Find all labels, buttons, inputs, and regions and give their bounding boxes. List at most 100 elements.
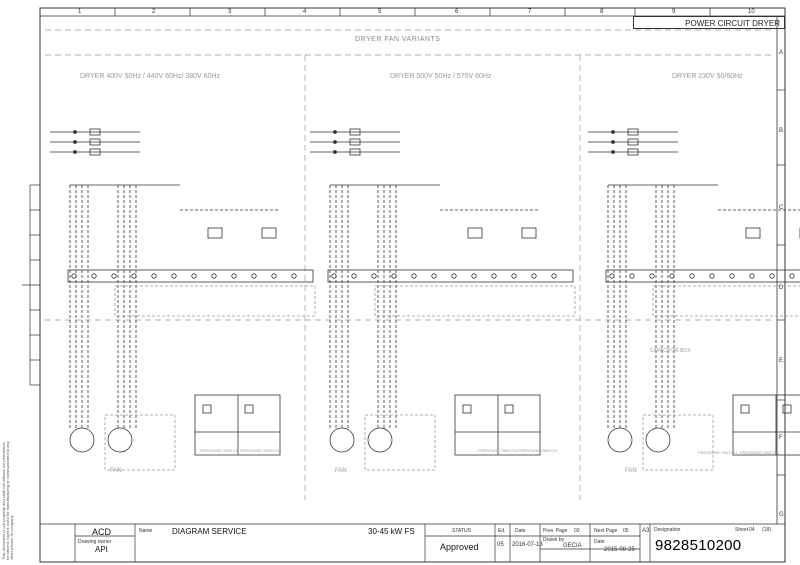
capacitor-box-label: CAPACITOR BOX	[650, 348, 691, 354]
strip-terminal-1-3	[131, 273, 137, 279]
tb-sheet-total: (18)	[762, 527, 771, 533]
strip-terminal-2-11	[551, 273, 557, 279]
terminal-2-1	[333, 140, 337, 144]
fan-label-1: FAN	[110, 468, 122, 474]
tb-code: ACD	[92, 527, 112, 537]
strip-terminal-1-8	[231, 273, 237, 279]
fuse-1-0	[89, 128, 101, 136]
strip-terminal-1-6	[191, 273, 197, 279]
tb-ed-label: Ed.	[498, 528, 506, 534]
strip-terminal-2-2	[371, 273, 377, 279]
row-label-B: B	[779, 128, 784, 134]
tb-sheet-value: 04	[749, 527, 755, 533]
section-grid	[45, 29, 775, 500]
strip-terminal-1-5	[171, 273, 177, 279]
strip-terminal-2-6	[451, 273, 457, 279]
variants-heading: DRYER FAN VARIANTS	[355, 36, 441, 43]
outer-frame	[39, 7, 786, 563]
motor-a-1	[69, 427, 95, 453]
strip-terminal-2-1	[351, 273, 357, 279]
terminal-1-0	[73, 130, 77, 134]
row-label-D: D	[779, 285, 784, 291]
terminal-strip-1	[67, 269, 314, 283]
fuse-2-1	[349, 138, 361, 146]
terminal-1-2	[73, 150, 77, 154]
relay-a-3	[745, 227, 761, 239]
strip-terminal-3-6	[729, 273, 735, 279]
strip-terminal-3-5	[709, 273, 715, 279]
tb-date-value: 2016-07-13	[512, 542, 543, 548]
column-label-2: 2	[152, 9, 156, 15]
pressure-box-3	[732, 394, 800, 456]
strip-terminal-1-4	[151, 273, 157, 279]
tb-designation-value: 9828510200	[655, 537, 742, 554]
pressure-switch-label-5: PRESSURE SWITCH	[698, 450, 737, 455]
relay-b-1	[261, 227, 277, 239]
terminal-3-0	[611, 130, 615, 134]
tb-drawn-by-value: GECIA	[563, 543, 582, 549]
motor-b-1	[107, 427, 133, 453]
fuse-3-2	[627, 148, 639, 156]
strip-terminal-3-0	[609, 273, 615, 279]
tb-ed-value: 05	[497, 542, 504, 548]
row-label-G: G	[779, 512, 784, 518]
strip-terminal-1-11	[291, 273, 297, 279]
strip-terminal-2-4	[411, 273, 417, 279]
tb-drawn-date-label: Date	[594, 539, 605, 545]
ps-coil-b-1	[244, 404, 254, 414]
title-block-grid	[74, 524, 651, 562]
junction-box-2	[374, 285, 576, 317]
strip-terminal-1-0	[71, 273, 77, 279]
strip-terminal-2-0	[331, 273, 337, 279]
pressure-box-2	[454, 394, 541, 456]
tb-drawn-date-value: 2015-08-25	[604, 547, 635, 553]
tb-next-page-label: Next Page	[594, 528, 618, 534]
pressure-switch-label-1: PRESSURE SWITCH	[200, 448, 239, 453]
tb-prev-page-label: Prev. Page	[543, 528, 568, 534]
relay-b-2	[521, 227, 537, 239]
tb-prev-page-value: 03	[574, 528, 580, 534]
junction-box-3	[652, 285, 800, 317]
row-label-A: A	[779, 50, 784, 56]
tb-size: A3	[642, 528, 650, 534]
strip-terminal-3-8	[769, 273, 775, 279]
ps-coil-a-1	[202, 404, 212, 414]
tb-owner-value: API	[95, 545, 108, 554]
column-label-7: 7	[528, 9, 532, 15]
circuit-lines	[50, 128, 800, 471]
column-label-4: 4	[303, 9, 307, 15]
fuse-2-0	[349, 128, 361, 136]
section-title-2: DRYER 500V 50Hz / 575V 60Hz	[390, 73, 492, 80]
strip-terminal-1-1	[91, 273, 97, 279]
row-label-F: F	[779, 435, 783, 441]
fuse-3-1	[627, 138, 639, 146]
ps-coil-a-3	[740, 404, 750, 414]
pressure-switch-label-4: PRESSURE SWITCH	[518, 448, 557, 453]
fuse-2-2	[349, 148, 361, 156]
strip-terminal-2-10	[531, 273, 537, 279]
terminal-2-0	[333, 130, 337, 134]
fuse-1-1	[89, 138, 101, 146]
column-label-5: 5	[378, 9, 382, 15]
terminal-1-1	[73, 140, 77, 144]
motor-b-2	[367, 427, 393, 453]
ps-coil-b-2	[504, 404, 514, 414]
motor-a-3	[607, 427, 633, 453]
row-label-C: C	[779, 205, 784, 211]
fan-box-1	[104, 414, 176, 471]
copyright-note: This document is our property and shall …	[1, 441, 14, 560]
sheet-title: POWER CIRCUIT DRYER	[633, 16, 785, 29]
section-title-1: DRYER 400V 50Hz / 440V 60Hz/ 380V 60Hz	[80, 73, 220, 80]
tb-model: 30-45 kW FS	[368, 527, 415, 536]
tb-designation-label: Designation	[654, 527, 681, 533]
left-margin-ticks	[22, 184, 40, 386]
tb-owner-label: Drawing owner	[78, 539, 112, 545]
tb-date-label: Date	[515, 528, 526, 534]
pressure-switch-label-2: PRESSURE SWITCH	[240, 448, 279, 453]
column-label-6: 6	[455, 9, 459, 15]
strip-terminal-1-7	[211, 273, 217, 279]
tb-name-value: DIAGRAM SERVICE	[172, 527, 247, 536]
strip-terminal-3-1	[629, 273, 635, 279]
relay-a-2	[467, 227, 483, 239]
